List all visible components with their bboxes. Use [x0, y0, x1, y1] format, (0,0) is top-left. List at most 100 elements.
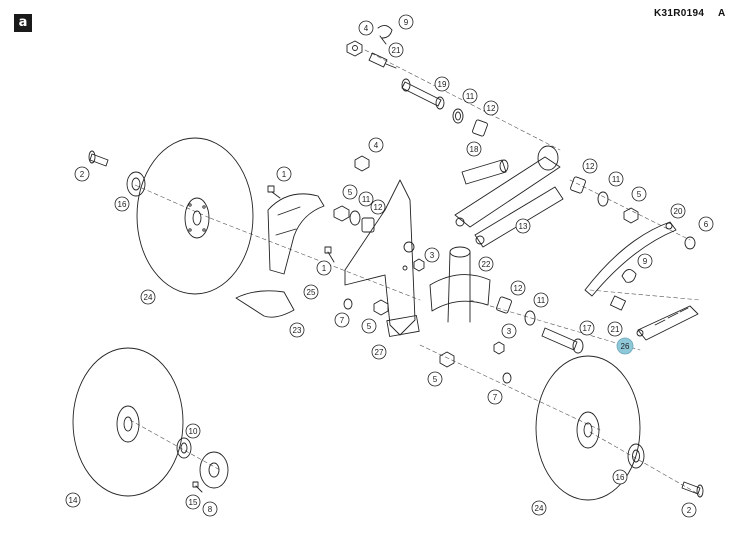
callout-number: 19 — [438, 80, 447, 89]
callout-balloon-8: 8 — [202, 501, 218, 517]
callout-balloon-10: 10 — [185, 423, 201, 439]
callout-number: 17 — [583, 324, 592, 333]
callout-number: 16 — [616, 473, 625, 482]
callout-number: 14 — [69, 496, 78, 505]
callout-number: 12 — [586, 162, 595, 171]
nut-3-low — [493, 341, 505, 355]
callout-number: 15 — [189, 498, 198, 507]
bolt-21-right — [609, 295, 627, 311]
hub-flange-8 — [199, 451, 229, 489]
bolt-1-low — [324, 246, 335, 263]
callout-number: 24 — [535, 504, 544, 513]
callout-balloon-15: 15 — [185, 494, 201, 510]
bushing-12-top — [472, 119, 488, 137]
top-bolt-21 — [368, 52, 397, 69]
callout-number: 2 — [80, 170, 85, 179]
sleeve-18 — [461, 159, 509, 185]
hub-16-right — [627, 443, 645, 469]
callout-balloon-2-left: 2 — [74, 166, 90, 182]
callout-balloon-7-mid: 7 — [334, 312, 350, 328]
callout-number: 7 — [340, 316, 345, 325]
callout-balloon-18: 18 — [466, 141, 482, 157]
callout-number: 21 — [611, 325, 620, 334]
callout-number: 9 — [404, 18, 409, 27]
callout-number: 20 — [674, 207, 683, 216]
callout-balloon-27: 27 — [371, 344, 387, 360]
callout-balloon-9-top: 9 — [398, 14, 414, 30]
shank-22 — [429, 246, 491, 323]
bolt-2-left — [88, 150, 109, 167]
callout-balloon-1-top: 1 — [276, 166, 292, 182]
callout-balloon-11-mid: 11 — [358, 191, 374, 207]
callout-number: 18 — [470, 145, 479, 154]
callout-balloon-24-right: 24 — [531, 500, 547, 516]
axle-19 — [401, 78, 445, 110]
disc-14 — [72, 347, 184, 497]
callout-number: 2 — [687, 506, 692, 515]
callout-number: 27 — [375, 348, 384, 357]
callout-balloon-22: 22 — [478, 256, 494, 272]
callout-number: 3 — [430, 251, 435, 260]
callout-number: 11 — [362, 195, 371, 204]
disc-24-right — [535, 355, 641, 501]
callout-balloon-9-right: 9 — [637, 253, 653, 269]
figure-corner-label: a — [14, 14, 32, 32]
callout-balloon-16-left: 16 — [114, 196, 130, 212]
callout-number: 5 — [348, 188, 353, 197]
callout-number: 6 — [704, 220, 709, 229]
washer-7-low — [502, 372, 512, 384]
callout-number: 23 — [293, 326, 302, 335]
callout-number: 7 — [493, 393, 498, 402]
callout-balloon-2-right: 2 — [681, 502, 697, 518]
scraper-blade-23 — [235, 290, 295, 318]
callout-balloon-13: 13 — [515, 218, 531, 234]
callout-balloon-3-mid: 3 — [424, 247, 440, 263]
arm-13 — [454, 145, 564, 248]
screw-15 — [192, 481, 203, 493]
callout-balloon-4-top: 4 — [358, 20, 374, 36]
callout-balloon-25: 25 — [303, 284, 319, 300]
disc-24-left — [136, 137, 254, 295]
link-20 — [584, 221, 677, 297]
callout-balloon-12-top: 12 — [483, 100, 499, 116]
callout-balloon-11-right: 11 — [608, 171, 624, 187]
callout-balloon-17: 17 — [579, 320, 595, 336]
hub-16-left — [126, 171, 146, 197]
callout-balloon-11-top: 11 — [462, 88, 478, 104]
callout-number: 4 — [374, 141, 379, 150]
washer-6 — [684, 236, 696, 250]
callout-number: 9 — [643, 257, 648, 266]
callout-balloon-12-low: 12 — [510, 280, 526, 296]
top-nut-4 — [346, 40, 363, 57]
washer-11-low — [524, 310, 536, 326]
callout-balloon-20: 20 — [670, 203, 686, 219]
washer-11-right — [597, 191, 609, 207]
callout-number: 22 — [482, 260, 491, 269]
callout-balloon-11-low: 11 — [533, 292, 549, 308]
bolt-2-right — [681, 481, 704, 498]
callout-balloon-5-low: 5 — [361, 318, 377, 334]
callout-balloon-12-right: 12 — [582, 158, 598, 174]
callout-balloon-5-mid: 5 — [342, 184, 358, 200]
mounting-plate-27 — [344, 179, 420, 337]
pin-17 — [541, 327, 584, 354]
callout-number: 25 — [307, 288, 316, 297]
revision-label: A — [718, 8, 726, 19]
callout-number: 24 — [144, 293, 153, 302]
callout-balloon-26: 26 — [616, 337, 634, 355]
callout-balloon-5-bottom: 5 — [427, 371, 443, 387]
callout-balloon-16-right: 16 — [612, 469, 628, 485]
nut-5-low — [373, 299, 389, 316]
callout-number: 12 — [374, 203, 383, 212]
bearing-10 — [176, 437, 192, 459]
top-clip-9 — [377, 25, 393, 45]
callout-number: 12 — [487, 104, 496, 113]
nut-4-mid — [354, 155, 370, 172]
bushing-12-mid — [361, 217, 375, 233]
callout-balloon-23: 23 — [289, 322, 305, 338]
callout-balloon-3-low: 3 — [501, 323, 517, 339]
callout-balloon-4-mid: 4 — [368, 137, 384, 153]
callout-balloon-21-right: 21 — [607, 321, 623, 337]
